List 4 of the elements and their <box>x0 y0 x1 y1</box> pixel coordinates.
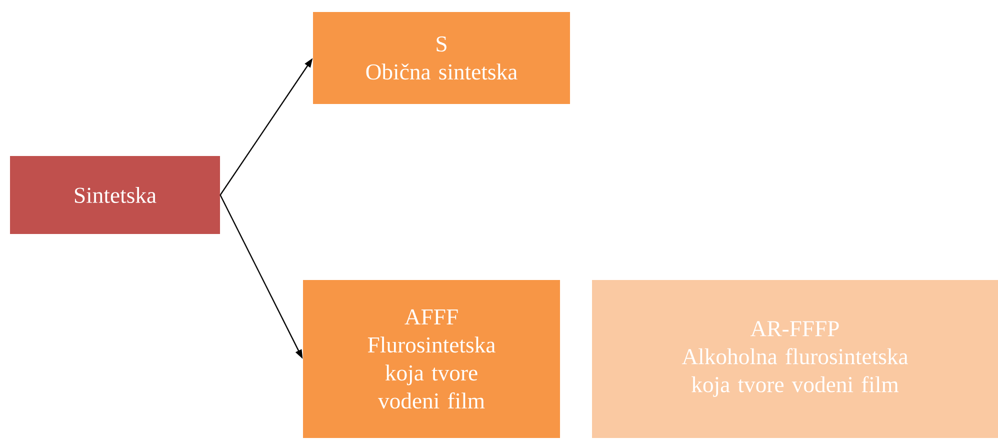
type-box: AFFF Flurosintetska koja tvore vodeni film <box>303 280 560 438</box>
type-box: S Obična sintetska <box>313 12 570 104</box>
category-box: Sintetska <box>10 156 220 234</box>
type-box: AR-FFFP Alkoholna flurosintetska koja tvore vodeni film <box>592 280 998 438</box>
